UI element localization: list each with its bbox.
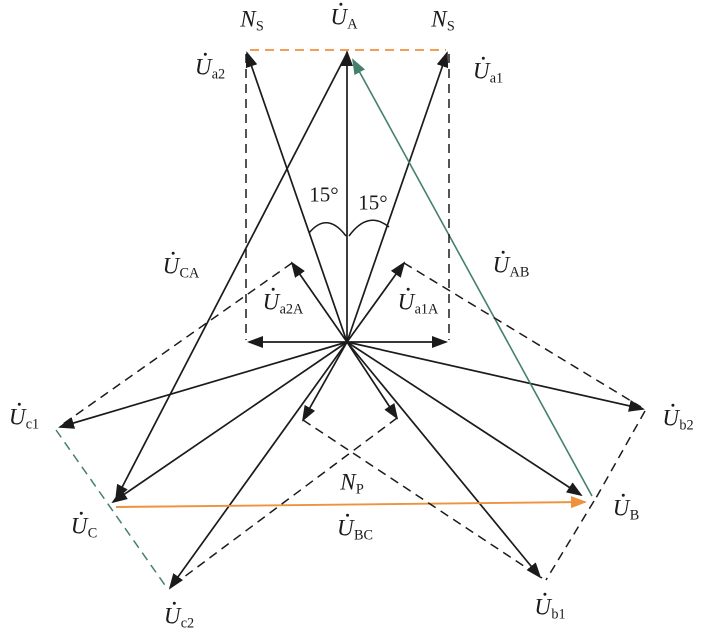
dash-b2-to-b bbox=[595, 410, 646, 499]
short-left-vector bbox=[302, 341, 348, 422]
dash-a2a-to-c1 bbox=[62, 262, 293, 425]
angle-arc-left bbox=[308, 222, 347, 237]
u-a1-vector bbox=[346, 51, 449, 343]
u-b2-vector bbox=[346, 341, 645, 412]
short-right-vector bbox=[346, 341, 399, 420]
u-c-vector bbox=[111, 341, 348, 504]
dash-b-to-b1 bbox=[545, 500, 595, 581]
u-ab-line bbox=[352, 58, 593, 497]
u-bc-line bbox=[115, 496, 587, 509]
angle-arc-right bbox=[348, 219, 390, 237]
u-a2-vector bbox=[245, 51, 348, 343]
u-c1-vector bbox=[58, 341, 348, 429]
u-a1a-vector bbox=[346, 261, 406, 343]
u-a2a-vector bbox=[290, 261, 348, 343]
u-c2-vector bbox=[168, 341, 348, 590]
u-ca-line bbox=[115, 54, 347, 501]
u-b-vector bbox=[346, 341, 583, 497]
dash-shortright-to-c2 bbox=[171, 417, 398, 587]
u-b1-vector bbox=[346, 341, 542, 579]
dash-a1a-to-b2 bbox=[403, 262, 642, 408]
dash-shortleft-to-b1 bbox=[302, 419, 543, 579]
dash-c1-to-c2 bbox=[55, 429, 168, 589]
